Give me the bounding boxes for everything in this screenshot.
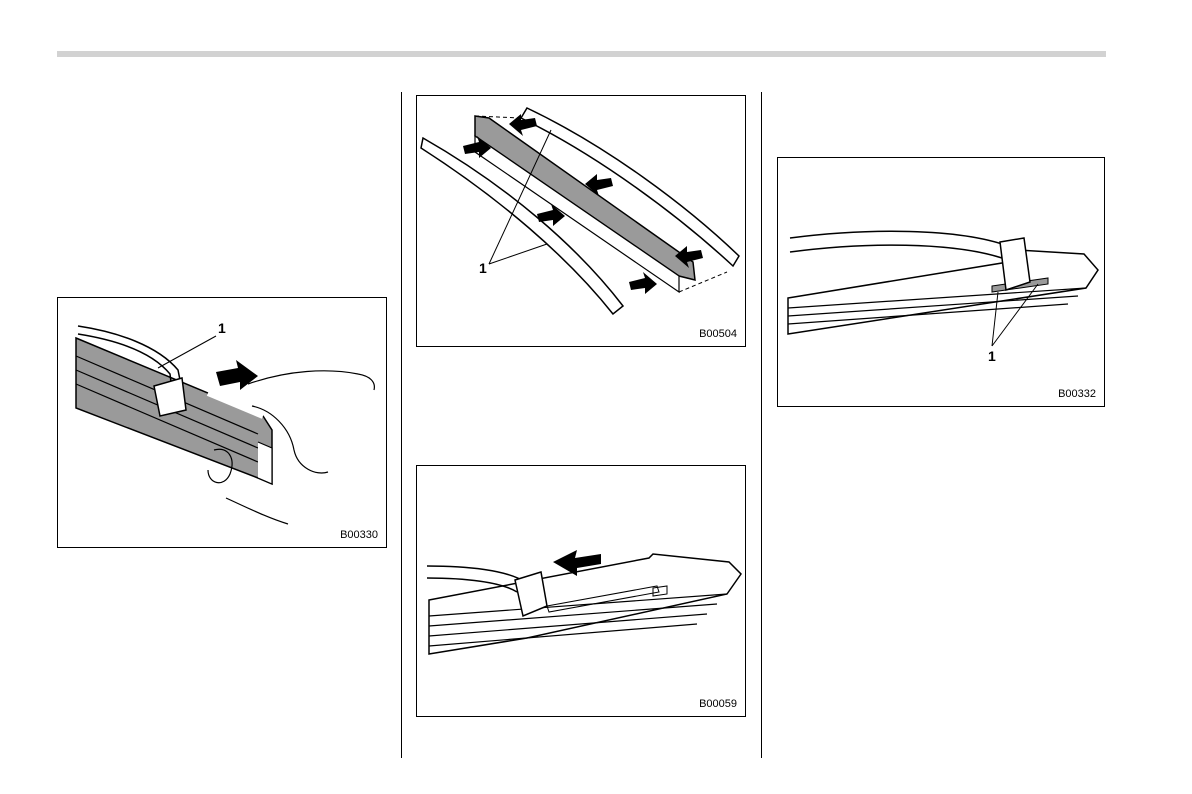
column-divider-right [761,92,762,758]
figure-b00332: 1 B00332 [777,157,1105,407]
figure-code: B00332 [1058,388,1096,400]
figure-code: B00330 [340,529,378,541]
blade-rubber-insertion-illustration [417,96,745,346]
figure-code: B00059 [699,698,737,710]
blade-installed-illustration [778,158,1104,406]
figure-b00504: 1 B00504 [416,95,746,347]
figure-b00330: 1 B00330 [57,297,387,548]
column-divider-left [401,92,402,758]
callout-number: 1 [479,260,487,276]
header-rule [57,51,1106,57]
figure-code: B00504 [699,328,737,340]
figure-b00059: B00059 [416,465,746,717]
callout-number: 1 [988,348,996,364]
callout-number: 1 [218,320,226,336]
blade-slide-illustration [417,466,745,716]
